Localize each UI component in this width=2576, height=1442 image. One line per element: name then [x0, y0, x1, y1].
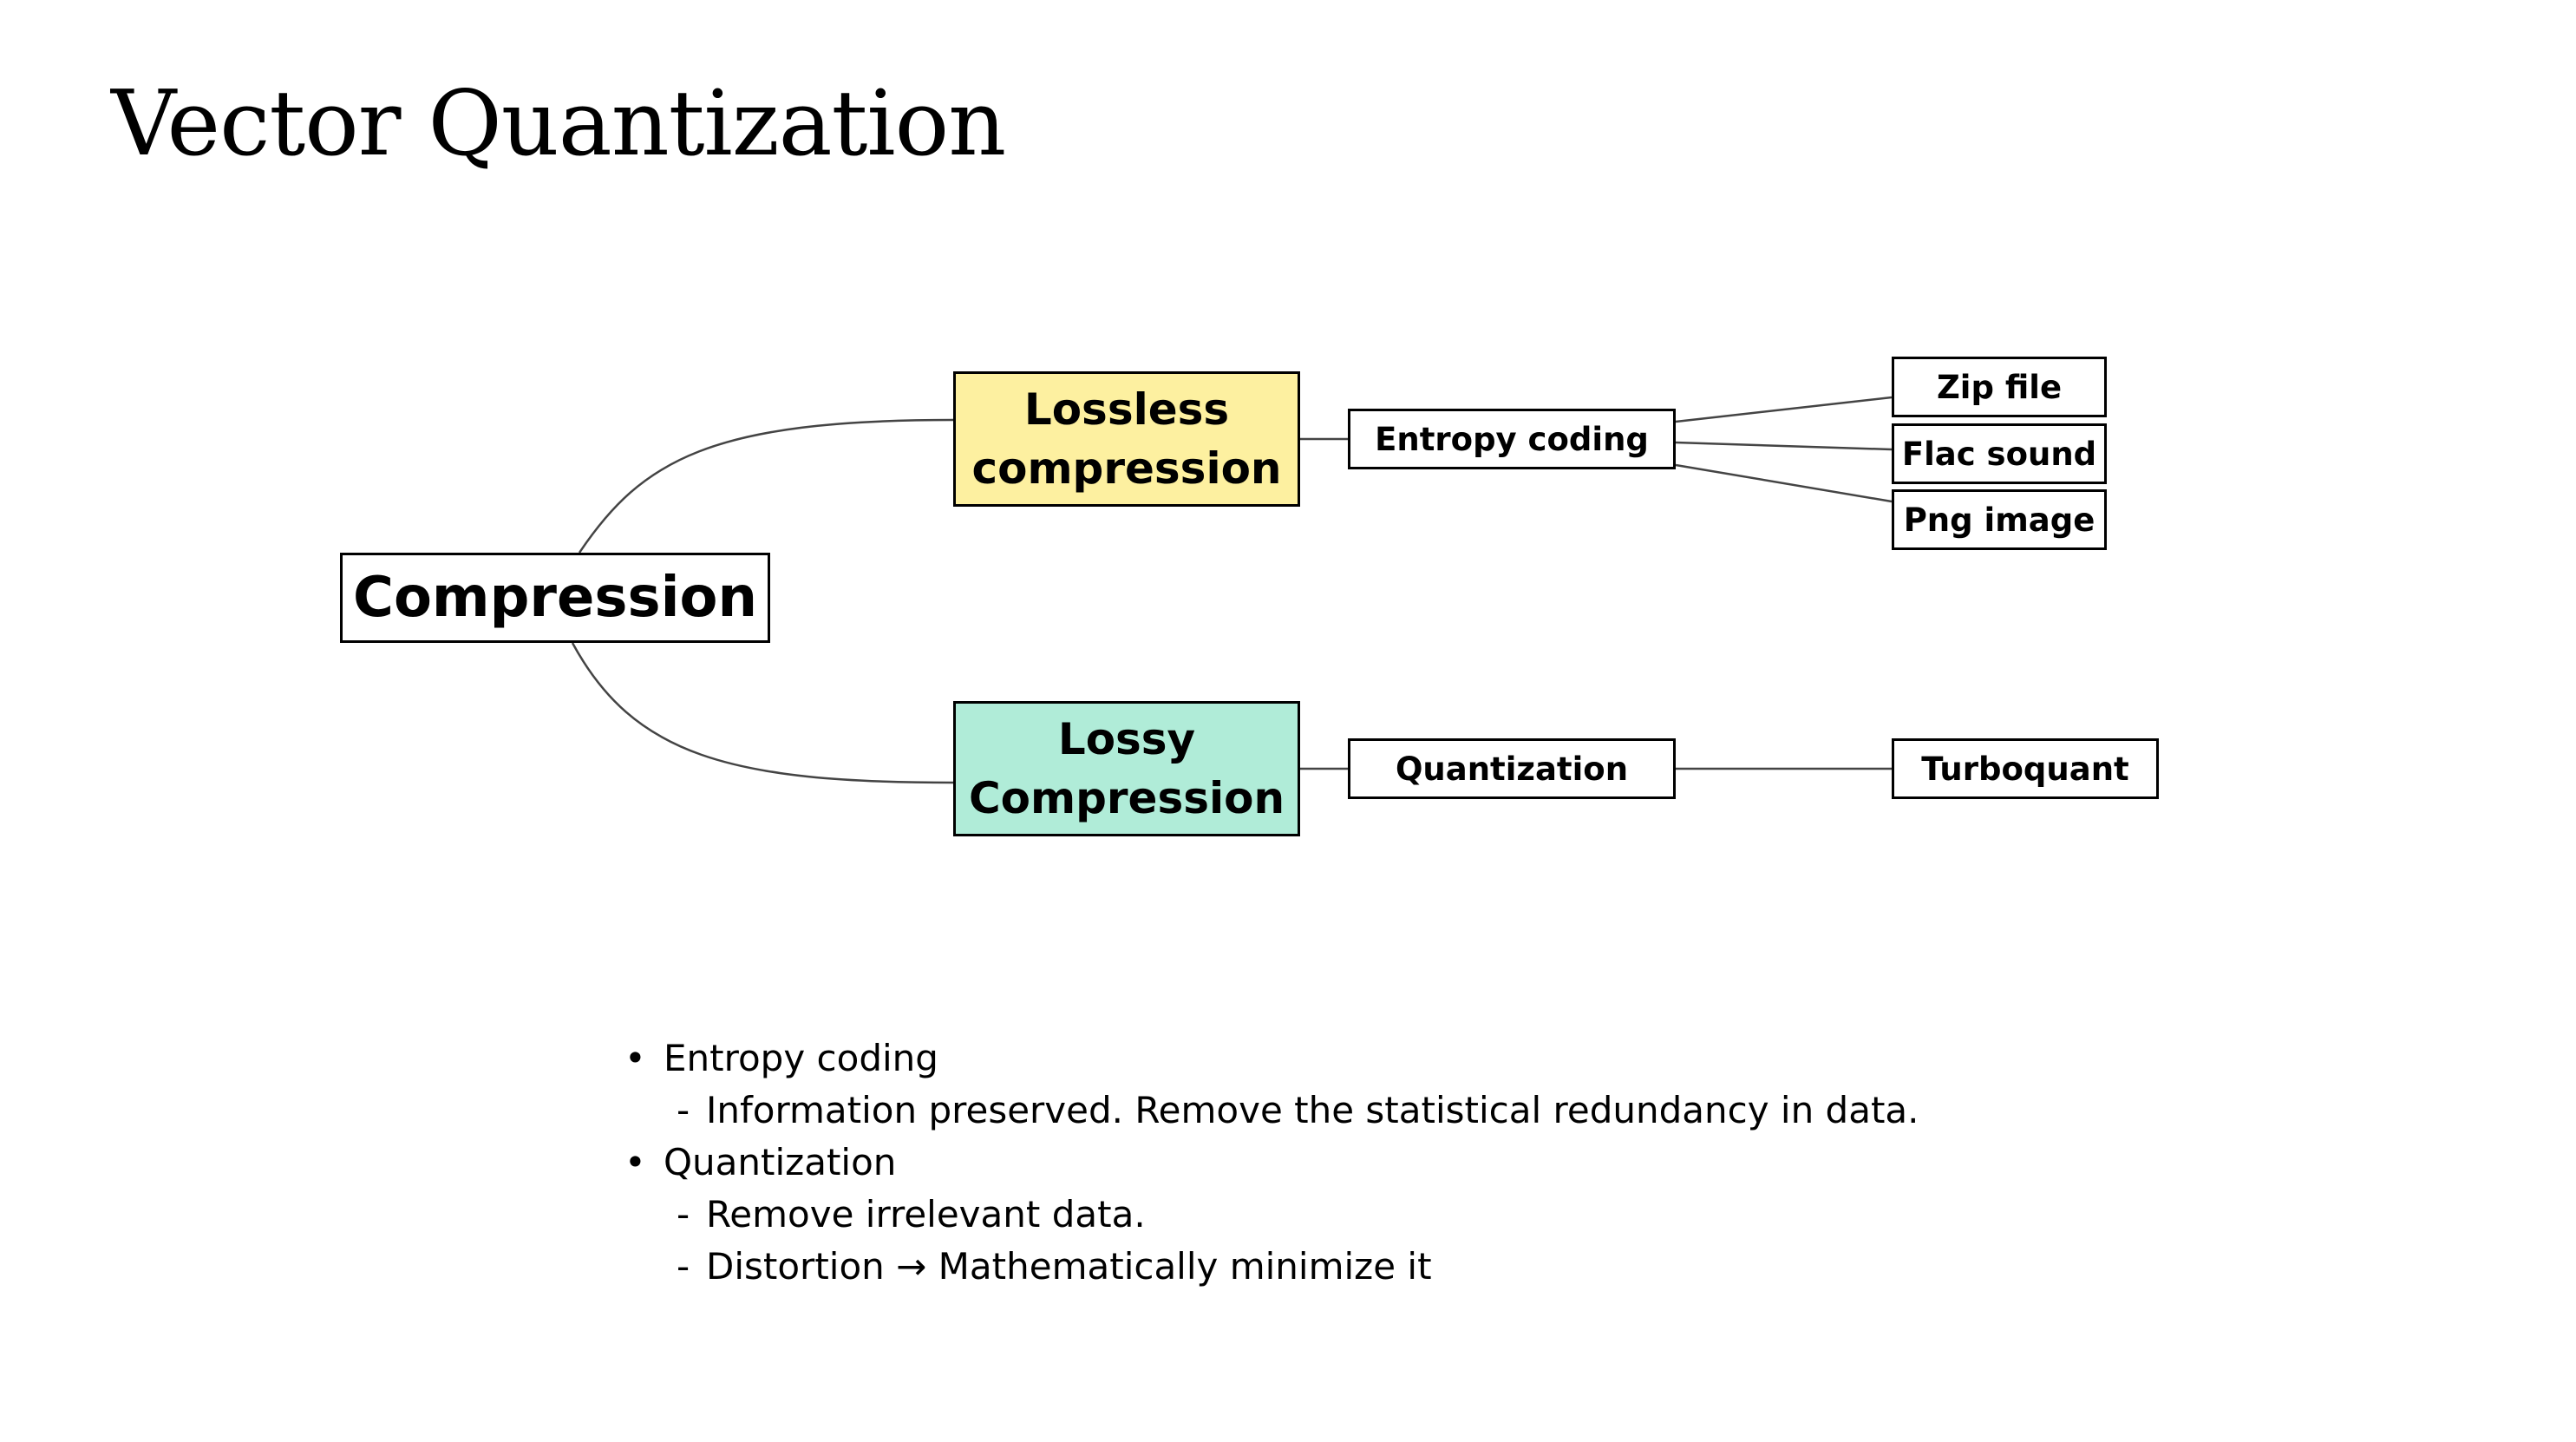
- page-title: Vector Quantization: [111, 70, 1006, 176]
- node-lossy-compression: Lossy Compression: [953, 701, 1300, 836]
- dash-marker: -: [677, 1193, 690, 1236]
- node-png-image: Png image: [1892, 489, 2107, 550]
- connector-entropy-flac: [1675, 441, 1893, 451]
- node-flac-sound: Flac sound: [1892, 423, 2107, 484]
- node-quantization: Quantization: [1348, 738, 1676, 799]
- dash-marker: -: [677, 1089, 690, 1131]
- sub-item-text: Information preserved. Remove the statis…: [706, 1089, 1919, 1131]
- dash-marker: -: [677, 1245, 690, 1288]
- bullet-marker: •: [624, 1141, 646, 1183]
- bullet-item: • Entropy coding: [624, 1032, 1919, 1085]
- connector-entropy-zip: [1675, 396, 1893, 423]
- connector-entropy-png: [1675, 463, 1893, 503]
- node-lossless-compression: Lossless compression: [953, 371, 1300, 507]
- bullet-text: Entropy coding: [664, 1037, 938, 1079]
- bullet-marker: •: [624, 1037, 646, 1079]
- sub-item: - Information preserved. Remove the stat…: [624, 1085, 1919, 1137]
- sub-item-text: Distortion → Mathematically minimize it: [706, 1245, 1432, 1288]
- connector-root-lossy: [571, 642, 954, 784]
- node-zip-file: Zip file: [1892, 357, 2107, 417]
- notes-list: • Entropy coding - Information preserved…: [624, 1032, 1919, 1293]
- sub-item-text: Remove irrelevant data.: [706, 1193, 1146, 1236]
- bullet-item: • Quantization: [624, 1137, 1919, 1189]
- connector-root-lossless: [578, 418, 954, 554]
- sub-item: - Distortion → Mathematically minimize i…: [624, 1241, 1919, 1293]
- node-turboquant: Turboquant: [1892, 738, 2159, 799]
- sub-item: - Remove irrelevant data.: [624, 1189, 1919, 1241]
- node-entropy-coding: Entropy coding: [1348, 409, 1676, 469]
- node-compression: Compression: [340, 553, 770, 643]
- bullet-text: Quantization: [664, 1141, 897, 1183]
